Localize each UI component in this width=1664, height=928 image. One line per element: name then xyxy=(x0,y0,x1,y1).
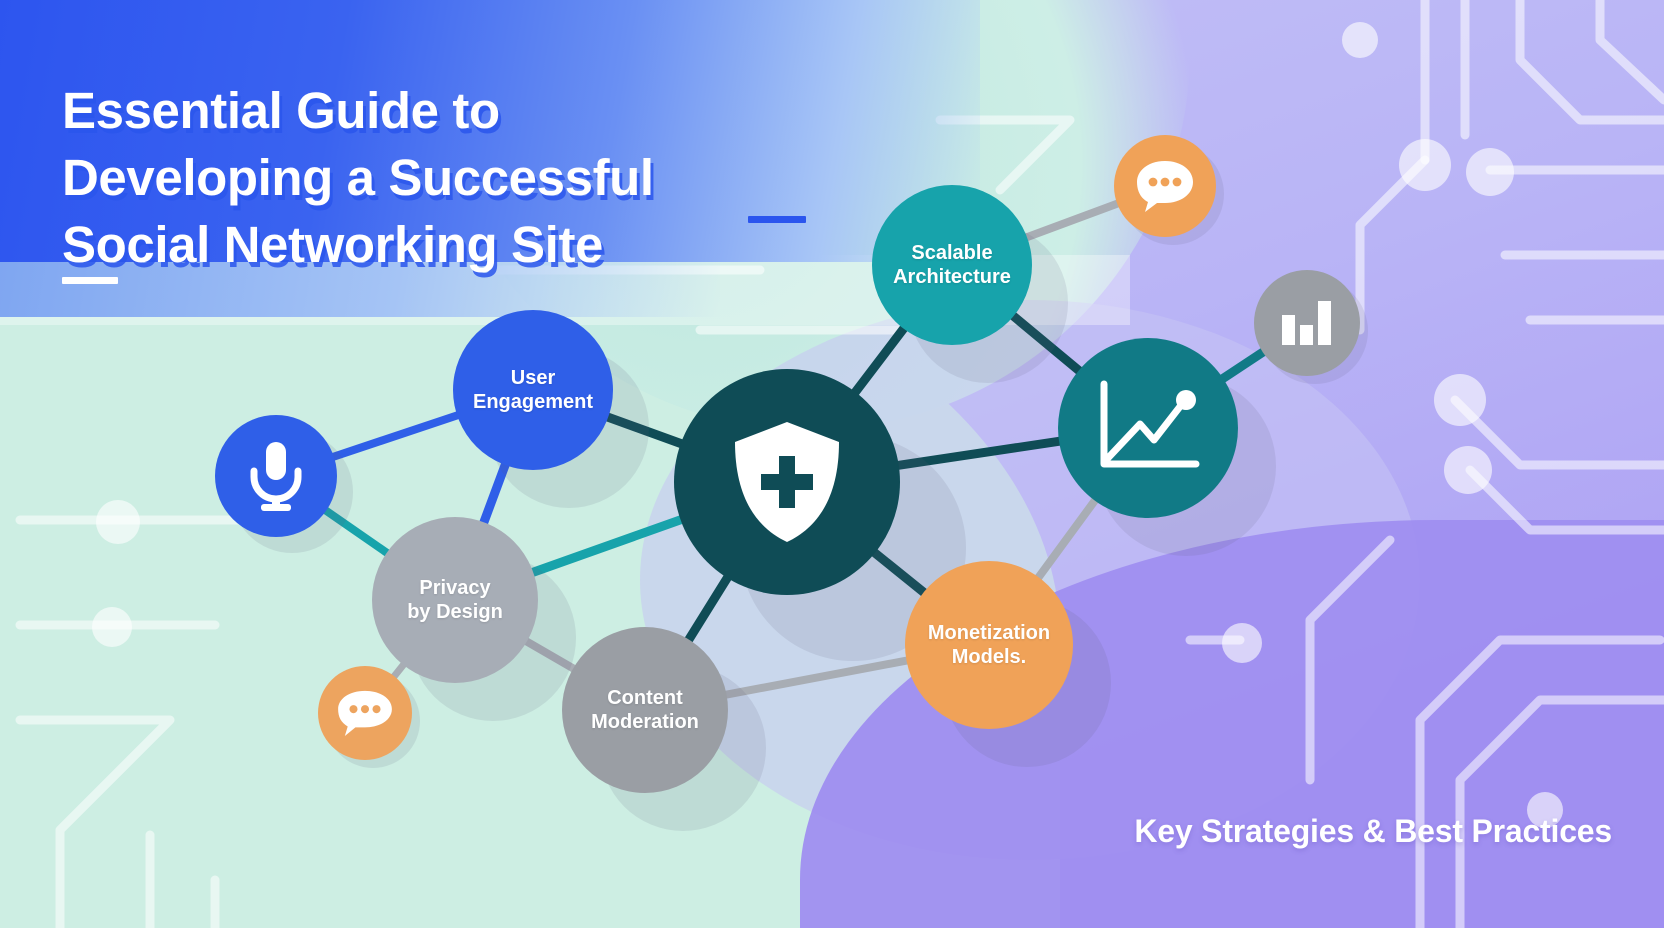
node-voice-microphone[interactable] xyxy=(215,415,337,537)
microphone-icon xyxy=(250,442,302,511)
node-label-user-engagement: User Engagement xyxy=(472,367,594,413)
node-scalable-architecture[interactable]: Scalable Architecture xyxy=(872,185,1032,345)
chat-bubble-icon xyxy=(338,690,392,737)
bar-chart-icon xyxy=(1282,301,1331,345)
node-bar-metrics[interactable] xyxy=(1254,270,1360,376)
node-user-engagement[interactable]: User Engagement xyxy=(453,310,613,470)
title-accent-dash xyxy=(748,216,806,223)
node-monetization-models[interactable]: Monetization Models. xyxy=(905,561,1073,729)
line-chart-icon xyxy=(1100,380,1200,468)
node-security-shield[interactable] xyxy=(674,369,900,595)
chat-bubble-icon xyxy=(1137,161,1193,212)
node-chat-top[interactable] xyxy=(1114,135,1216,237)
node-label-content-moderation: Content Moderation xyxy=(591,687,699,733)
node-chat-bottom[interactable] xyxy=(318,666,412,760)
shield-plus-icon xyxy=(735,422,839,542)
node-content-moderation[interactable]: Content Moderation xyxy=(562,627,728,793)
title-accent-dash-secondary xyxy=(62,277,118,284)
page-title: Essential Guide to Developing a Successf… xyxy=(62,82,654,273)
footer-tagline: Key Strategies & Best Practices xyxy=(1134,813,1612,849)
title-banner xyxy=(0,0,980,262)
node-label-scalable-architecture: Scalable Architecture xyxy=(893,242,1011,288)
title-banner-lower xyxy=(0,262,720,317)
node-label-monetization-models: Monetization Models. xyxy=(927,622,1051,668)
node-label-privacy-by-design: Privacy by Design xyxy=(407,577,503,623)
node-privacy-by-design[interactable]: Privacy by Design xyxy=(372,517,538,683)
node-growth-analytics[interactable] xyxy=(1058,338,1238,518)
